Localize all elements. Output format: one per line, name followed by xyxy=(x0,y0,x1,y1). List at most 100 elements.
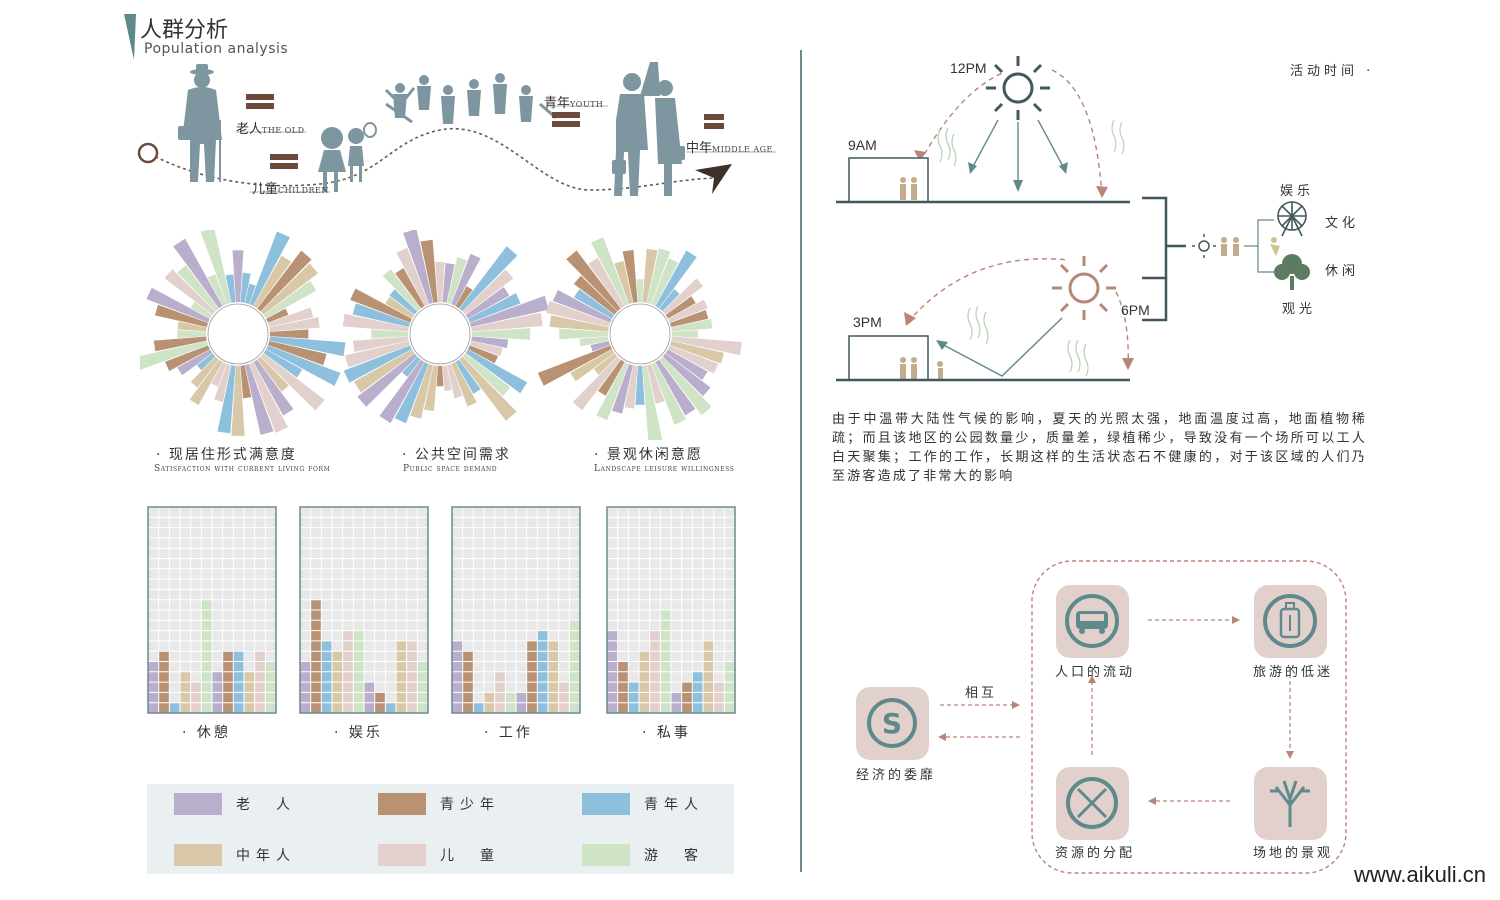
sunburst-ray xyxy=(579,336,609,347)
sunburst-ray xyxy=(231,365,245,436)
bar-cell xyxy=(617,702,629,713)
sunburst-ray xyxy=(173,238,223,309)
sunburst-ray xyxy=(266,308,289,323)
sunburst-ray xyxy=(382,269,421,312)
sunburst-3-caption: · 景观休闲意愿 xyxy=(594,447,703,463)
bar-cell xyxy=(462,661,474,672)
bar-cell xyxy=(201,651,212,662)
bar-cell xyxy=(494,682,506,693)
bar-cell xyxy=(537,630,548,641)
sunburst-ray xyxy=(590,341,610,352)
bar-cell xyxy=(649,671,661,683)
bar-cell xyxy=(417,702,428,713)
sunburst-1-caption: · 现居住形式满意度 xyxy=(156,447,297,463)
crowd-icon-old xyxy=(246,94,274,109)
timeline-arrow xyxy=(695,164,732,194)
panel-label-private: · 私事 xyxy=(642,725,691,741)
bar-cell xyxy=(703,682,714,693)
bar-cell xyxy=(222,651,234,662)
x-circle-icon xyxy=(1066,777,1118,829)
label-resources: 资源的分配 xyxy=(1055,846,1136,861)
label-middle-age: 中年MIDDLE AGE xyxy=(686,141,773,156)
bar-cell xyxy=(158,682,170,693)
sunburst-ray xyxy=(257,356,289,392)
sunburst-ray xyxy=(153,336,207,352)
sunburst-ray xyxy=(651,258,679,306)
bar-cell xyxy=(505,702,516,713)
sunburst-ray xyxy=(263,349,303,378)
heat-waves-bottom xyxy=(967,305,1089,377)
sunburst-ray xyxy=(207,274,227,306)
sunburst-ray xyxy=(470,295,549,327)
sunburst-ray xyxy=(573,289,615,319)
sunburst-ray xyxy=(268,341,327,366)
bar-panel-4 xyxy=(606,506,736,714)
bar-cell xyxy=(406,661,418,672)
sunburst-3-caption-en: Landscape leisure willingness xyxy=(594,464,735,474)
bar-cell xyxy=(158,651,170,662)
sunburst-1-caption-en: Satisfaction with current living form xyxy=(154,464,331,474)
bar-cell xyxy=(300,682,311,693)
sunburst-ray xyxy=(165,345,210,371)
cycle-diagram: S xyxy=(856,560,1347,874)
bar-cell xyxy=(569,640,580,652)
bar-cell xyxy=(452,692,463,703)
crowd-icon-middle xyxy=(704,114,724,129)
label-old: 老人THE OLD xyxy=(236,122,305,137)
bar-cell xyxy=(201,610,212,621)
sunburst-ray xyxy=(403,230,433,304)
sunburst-ray xyxy=(190,356,219,388)
bar-cell xyxy=(417,661,428,672)
bar-cell xyxy=(233,671,244,683)
bar-cell xyxy=(494,692,506,703)
panel-frame xyxy=(451,506,581,714)
sunburst-ray xyxy=(442,263,455,303)
bar-cell xyxy=(660,682,671,693)
sunburst-ray xyxy=(225,274,236,303)
svg-text:S: S xyxy=(882,707,902,740)
panel-label-rest: · 休憩 xyxy=(182,725,231,741)
bar-cell xyxy=(724,661,735,672)
bar-cell xyxy=(353,640,364,652)
sunburst-ray xyxy=(245,283,256,304)
bar-cell xyxy=(300,692,311,703)
bar-cell xyxy=(526,651,538,662)
sunburst-ray xyxy=(357,353,418,407)
sunburst-ray xyxy=(385,296,415,319)
bar-cell xyxy=(254,682,266,693)
bar-cell xyxy=(516,692,527,703)
bar-cell xyxy=(222,682,234,693)
bar-cell xyxy=(649,630,661,641)
sunburst-ray xyxy=(371,329,409,339)
bar-cell xyxy=(321,682,332,693)
bar-cell xyxy=(180,682,191,693)
branch-entertainment: 娱乐 xyxy=(1280,184,1315,199)
title-accent-mark xyxy=(124,14,136,60)
activity-time-diagram xyxy=(836,56,1310,382)
bar-cell xyxy=(607,702,618,713)
bar-cell xyxy=(321,640,332,652)
bar-cell xyxy=(158,671,170,683)
bar-cell xyxy=(473,702,484,713)
bar-cell xyxy=(703,702,714,713)
sunburst-ray xyxy=(655,359,696,416)
bar-cell xyxy=(353,692,364,703)
branch-culture: 文化 xyxy=(1325,216,1360,231)
sunburst-ray xyxy=(659,356,712,416)
sunburst-ray xyxy=(253,359,294,416)
cycle-arrows xyxy=(940,619,1291,802)
label-population: 人口的流动 xyxy=(1055,665,1136,680)
bar-cell xyxy=(353,702,364,713)
sunburst-ray xyxy=(624,365,638,409)
bar-cell xyxy=(244,682,255,693)
sunburst-ray xyxy=(471,312,543,332)
sunburst-ray xyxy=(471,336,509,349)
sunburst-ray xyxy=(140,341,208,370)
bar-cell xyxy=(607,640,618,652)
bar-cell xyxy=(332,702,343,713)
bar-cell xyxy=(385,702,396,713)
bar-cell xyxy=(201,661,212,672)
bar-cell xyxy=(548,661,559,672)
sunburst-ray xyxy=(622,249,638,303)
label-tourism: 旅游的低迷 xyxy=(1253,665,1334,680)
